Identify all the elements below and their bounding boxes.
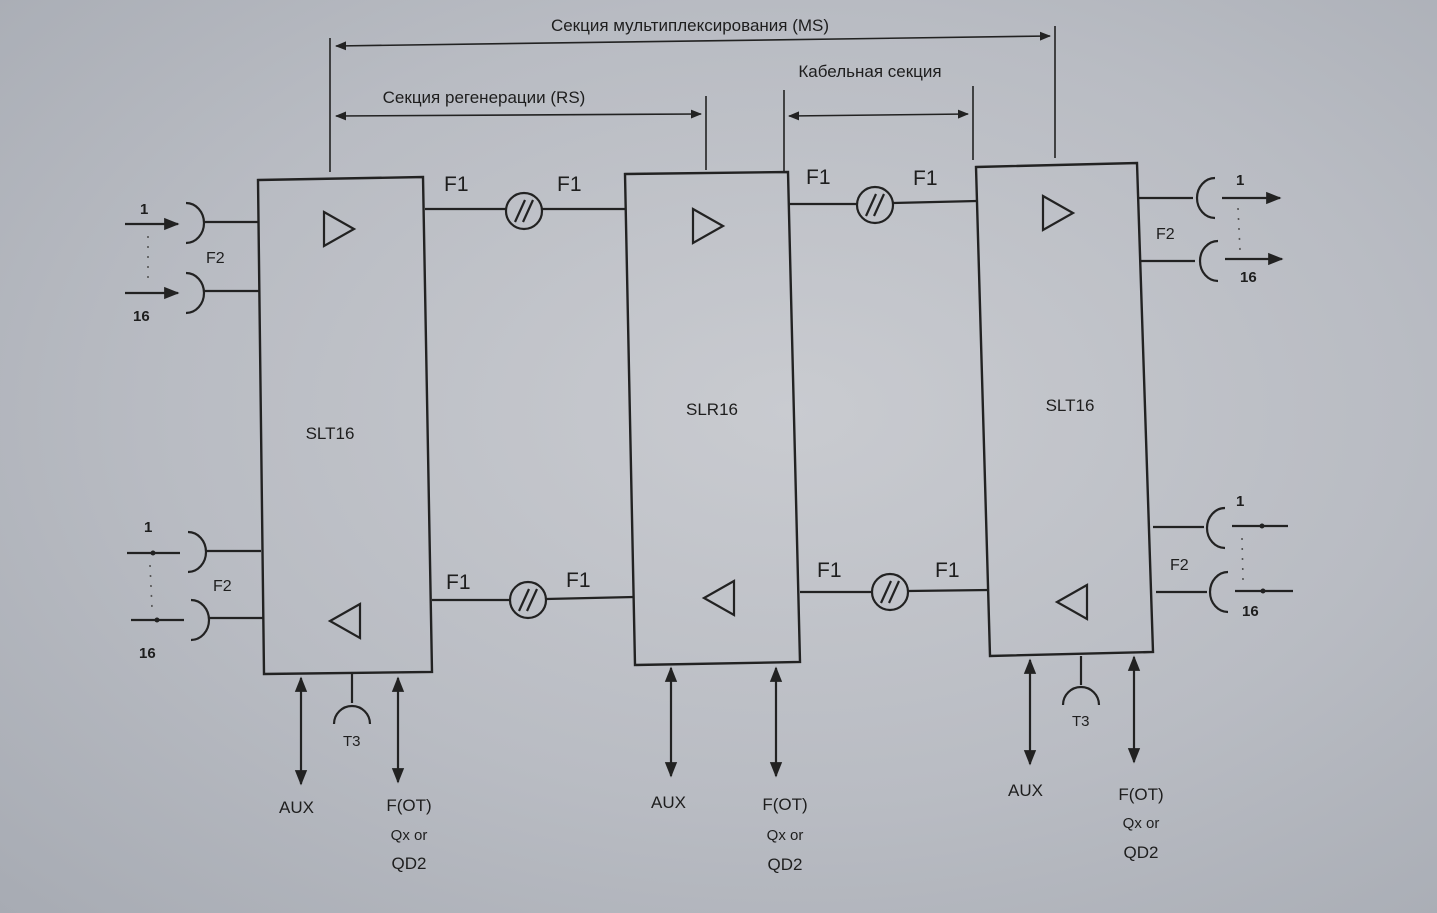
- rx-amplifier-icon: [327, 602, 362, 640]
- t3-label: T3: [1072, 713, 1090, 730]
- f1-label: F1: [806, 166, 831, 189]
- f1-label: F1: [444, 173, 469, 196]
- f2-label: F2: [213, 578, 232, 595]
- f1-label: F1: [557, 173, 582, 196]
- port-last-label: 16: [139, 645, 156, 662]
- t3-label: T3: [343, 733, 361, 750]
- port-last-label: 16: [1242, 603, 1259, 620]
- tx-amplifier-icon: [322, 210, 357, 248]
- f1-label: F1: [566, 569, 591, 592]
- port-first-label: 1: [1236, 172, 1244, 189]
- qd2-label: QD2: [1124, 843, 1159, 862]
- middle-block-label: SLR16: [686, 400, 738, 419]
- port-connector-icon: [1195, 176, 1216, 220]
- right-block-io: T3 AUX F(OT) Qx or QD2: [1008, 655, 1164, 862]
- rx-amplifier-icon: [1054, 583, 1089, 621]
- regenerator-block: SLR16: [623, 170, 802, 667]
- port-connector-icon: [1208, 570, 1229, 614]
- aux-label: AUX: [651, 793, 686, 812]
- qx-label: Qx or: [767, 827, 804, 844]
- right-bottom-tributary-ports: 1 16 F2: [1153, 493, 1293, 620]
- link-middle-right-bottom: F1 F1: [800, 559, 990, 612]
- port-last-label: 16: [133, 308, 150, 325]
- qd2-label: QD2: [392, 854, 427, 873]
- fiber-cable-icon: [855, 185, 895, 225]
- right-top-tributary-ports: 1 16 F2: [1137, 172, 1284, 286]
- f2-label: F2: [1170, 557, 1189, 574]
- tx-amplifier-icon: [1041, 194, 1076, 232]
- clock-t3-connector-icon: [1061, 685, 1101, 706]
- aux-label: AUX: [1008, 781, 1043, 800]
- multiplex-section-label: Секция мультиплексирования (MS): [551, 16, 829, 35]
- f1-label: F1: [817, 559, 842, 582]
- right-block-label: SLT16: [1046, 396, 1095, 415]
- fiber-cable-icon: [508, 580, 548, 620]
- fot-label: F(OT): [762, 795, 807, 814]
- tx-amplifier-icon: [691, 207, 726, 245]
- f1-label: F1: [446, 571, 471, 594]
- port-last-label: 16: [1240, 269, 1257, 286]
- f2-label: F2: [1156, 226, 1175, 243]
- port-connector-icon: [1198, 239, 1219, 283]
- aux-label: AUX: [279, 798, 314, 817]
- clock-t3-connector-icon: [332, 704, 372, 725]
- port-connector-icon: [190, 598, 211, 642]
- qx-label: Qx or: [391, 827, 428, 844]
- port-connector-icon: [185, 271, 206, 315]
- port-connector-icon: [185, 201, 206, 245]
- fot-label: F(OT): [1118, 785, 1163, 804]
- left-top-tributary-ports: 1 16 F2: [125, 201, 260, 325]
- multiplex-section-span: Секция мультиплексирования (MS): [329, 16, 1056, 172]
- right-terminal-block: SLT16: [974, 161, 1155, 658]
- port-connector-icon: [1205, 506, 1226, 550]
- regeneration-section-span: Секция регенерации (RS): [334, 88, 707, 170]
- left-block-io: T3 AUX F(OT) Qx or QD2: [279, 674, 432, 873]
- left-bottom-tributary-ports: 1 16 F2: [127, 519, 263, 662]
- link-middle-right-top: F1 F1: [790, 166, 978, 225]
- qx-label: Qx or: [1123, 815, 1160, 832]
- left-block-label: SLT16: [306, 424, 355, 443]
- qd2-label: QD2: [768, 855, 803, 874]
- link-left-middle-bottom: F1 F1: [432, 569, 635, 620]
- port-first-label: 1: [144, 519, 152, 536]
- fot-label: F(OT): [386, 796, 431, 815]
- cable-section-label: Кабельная секция: [798, 62, 941, 81]
- left-terminal-block: SLT16: [256, 175, 434, 676]
- port-connector-icon: [187, 530, 208, 574]
- f1-label: F1: [913, 167, 938, 190]
- f2-label: F2: [206, 250, 225, 267]
- fiber-cable-icon: [504, 191, 544, 231]
- link-left-middle-top: F1 F1: [425, 173, 626, 231]
- f1-label: F1: [935, 559, 960, 582]
- port-first-label: 1: [1236, 493, 1244, 510]
- port-first-label: 1: [140, 201, 148, 218]
- rx-amplifier-icon: [701, 579, 736, 617]
- middle-block-io: AUX F(OT) Qx or QD2: [651, 666, 808, 874]
- regeneration-section-label: Секция регенерации (RS): [383, 88, 586, 107]
- cable-section-span: Кабельная секция: [783, 62, 974, 172]
- fiber-cable-icon: [870, 572, 910, 612]
